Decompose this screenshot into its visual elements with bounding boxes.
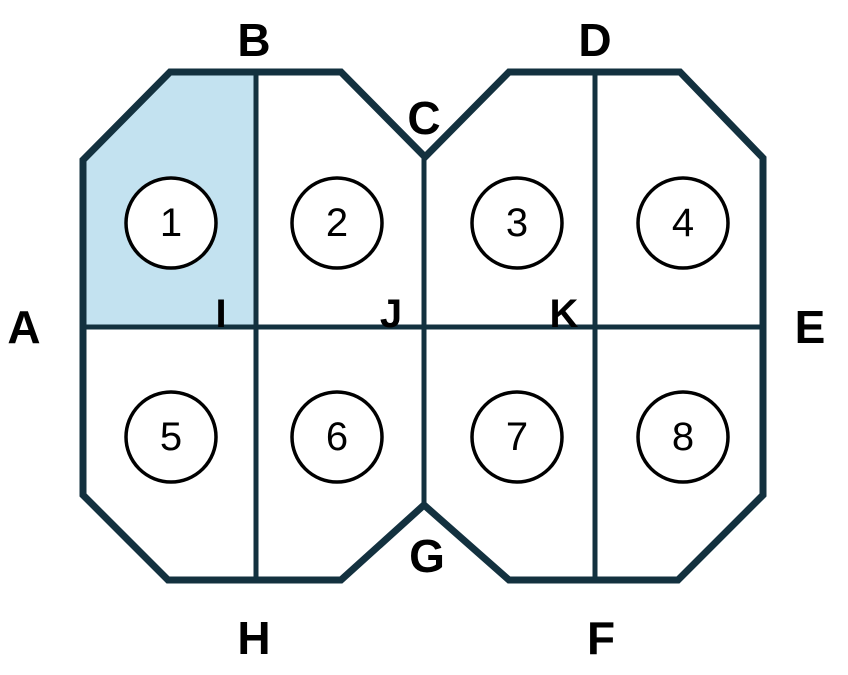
region-circle-4 bbox=[636, 176, 730, 270]
vertex-label-C: C bbox=[407, 92, 440, 144]
region-number-label: 6 bbox=[326, 415, 348, 459]
region-circle-1 bbox=[124, 176, 218, 270]
vertex-label-I: I bbox=[215, 292, 226, 336]
region-circle-6 bbox=[290, 390, 384, 484]
vertex-label-F: F bbox=[587, 612, 615, 664]
figure-outline bbox=[79, 68, 767, 584]
vertex-labels: A B C D E F G H I J K bbox=[7, 14, 825, 664]
region-marker-5[interactable]: 5 bbox=[124, 390, 218, 484]
region-circles: 1 2 3 4 5 6 7 8 bbox=[124, 176, 730, 484]
region-marker-2[interactable]: 2 bbox=[290, 176, 384, 270]
region-circle-2 bbox=[290, 176, 384, 270]
region-number-label: 5 bbox=[160, 415, 182, 459]
region-marker-1[interactable]: 1 bbox=[124, 176, 218, 270]
region-circle-8 bbox=[636, 390, 730, 484]
region-marker-8[interactable]: 8 bbox=[636, 390, 730, 484]
region-circle-5 bbox=[124, 390, 218, 484]
region-marker-7[interactable]: 7 bbox=[470, 390, 564, 484]
vertex-label-D: D bbox=[578, 14, 611, 66]
region-number-label: 4 bbox=[672, 201, 694, 245]
vertex-label-A: A bbox=[7, 301, 40, 353]
region-number-label: 2 bbox=[326, 201, 348, 245]
region-circle-3 bbox=[470, 176, 564, 270]
region-circle-7 bbox=[470, 390, 564, 484]
region-marker-3[interactable]: 3 bbox=[470, 176, 564, 270]
vertex-label-H: H bbox=[237, 612, 270, 664]
vertex-label-B: B bbox=[237, 14, 270, 66]
vertex-label-E: E bbox=[795, 301, 826, 353]
region-number-label: 1 bbox=[160, 201, 182, 245]
region-marker-6[interactable]: 6 bbox=[290, 390, 384, 484]
inner-divider-lines bbox=[83, 72, 763, 580]
vertex-label-J: J bbox=[380, 292, 402, 336]
vertex-label-G: G bbox=[409, 530, 445, 582]
region-number-label: 7 bbox=[506, 415, 528, 459]
vertex-label-K: K bbox=[550, 292, 579, 336]
region-number-label: 3 bbox=[506, 201, 528, 245]
region-number-label: 8 bbox=[672, 415, 694, 459]
region-marker-4[interactable]: 4 bbox=[636, 176, 730, 270]
